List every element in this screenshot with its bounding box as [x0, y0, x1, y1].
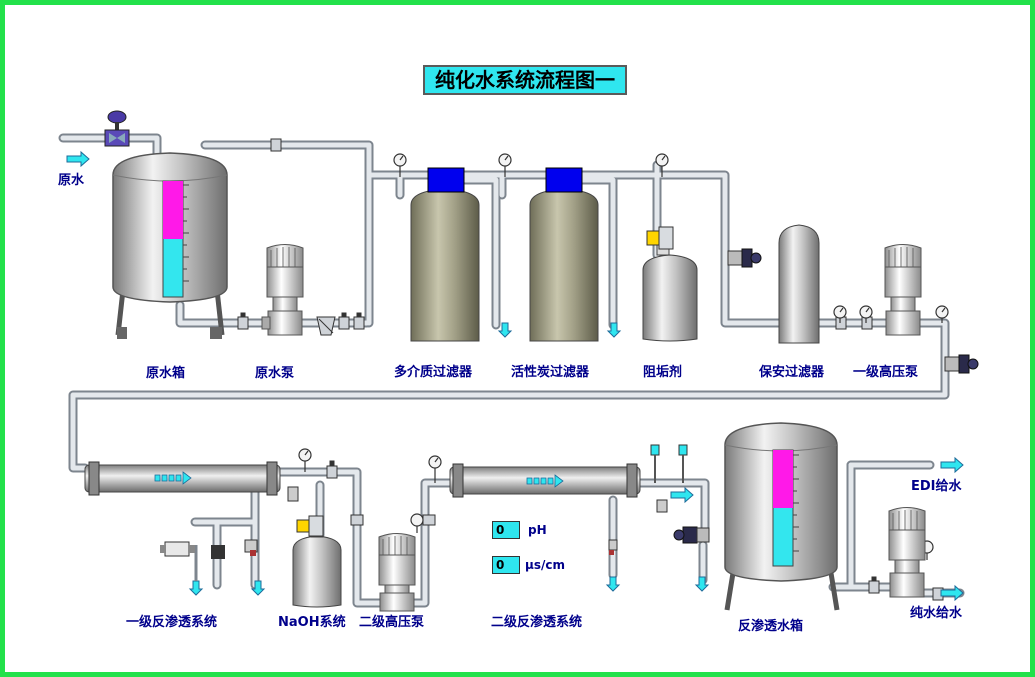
label-security-filter: 保安过滤器	[759, 365, 825, 380]
valve-icon[interactable]	[237, 138, 944, 601]
conductivity-sensor-icon	[650, 444, 688, 513]
pure-water-pump[interactable]	[888, 507, 926, 598]
ro-tank-inlet-valve-icon[interactable]	[673, 526, 710, 544]
filter-cap	[427, 167, 465, 193]
security-filter-valve-icon[interactable]	[727, 248, 762, 268]
primary-hp-pump[interactable]	[884, 244, 922, 336]
arrow-down-icon	[188, 322, 710, 596]
label-secondary-hp-pump: 二级高压泵	[359, 615, 425, 630]
label-ro-water-tank: 反渗透水箱	[738, 619, 804, 634]
raw-water-tank	[112, 152, 228, 339]
diagram-title: 纯化水系统流程图一	[423, 65, 627, 95]
label-naoh-system: NaOH系统	[278, 615, 346, 630]
activated-carbon-filter	[529, 167, 599, 342]
naoh-dosing-pump-icon[interactable]	[296, 515, 324, 537]
label-multimedia-filter: 多介质过滤器	[394, 365, 473, 380]
label-antiscalant: 阻垢剂	[643, 365, 683, 380]
pressure-gauge-icon	[298, 153, 949, 560]
strainer-icon	[316, 316, 336, 336]
secondary-hp-pump[interactable]	[378, 533, 416, 612]
ph-readout: 0	[492, 521, 520, 539]
label-raw-water-pump: 原水泵	[255, 366, 295, 381]
antiscalant-tank	[642, 242, 698, 342]
multimedia-filter	[410, 167, 480, 342]
naoh-tank	[292, 528, 342, 608]
conductivity-readout: 0	[492, 556, 520, 574]
ro-water-level-magenta	[773, 450, 793, 508]
inlet-actuator-valve-icon[interactable]	[104, 110, 130, 147]
arrow-right-icon	[66, 150, 964, 602]
label-edi-feed: EDI给水	[911, 479, 962, 494]
label-secondary-ro-system: 二级反渗透系统	[491, 615, 583, 630]
label-raw-water: 原水	[58, 173, 85, 188]
ph-unit: pH	[528, 523, 547, 537]
label-pure-water-feed: 纯水给水	[910, 606, 963, 621]
primary-ro-membrane	[84, 461, 281, 496]
label-primary-hp-pump: 一级高压泵	[853, 365, 919, 380]
secondary-ro-membrane	[449, 463, 641, 498]
flow-meter-icon	[160, 486, 618, 559]
security-filter	[778, 224, 820, 344]
filter-cap	[545, 167, 583, 193]
raw-water-pump[interactable]	[261, 244, 304, 336]
raw-water-level-magenta	[163, 181, 183, 239]
dosing-pump-icon[interactable]	[646, 226, 674, 250]
ro-water-tank	[724, 422, 840, 611]
conductivity-unit: μs/cm	[525, 558, 565, 572]
label-activated-carbon-filter: 活性炭过滤器	[511, 365, 590, 380]
label-primary-ro-system: 一级反渗透系统	[126, 615, 218, 630]
outlet-valve-icon[interactable]	[944, 354, 979, 374]
label-raw-water-tank: 原水箱	[146, 366, 186, 381]
process-diagram	[58, 110, 979, 612]
